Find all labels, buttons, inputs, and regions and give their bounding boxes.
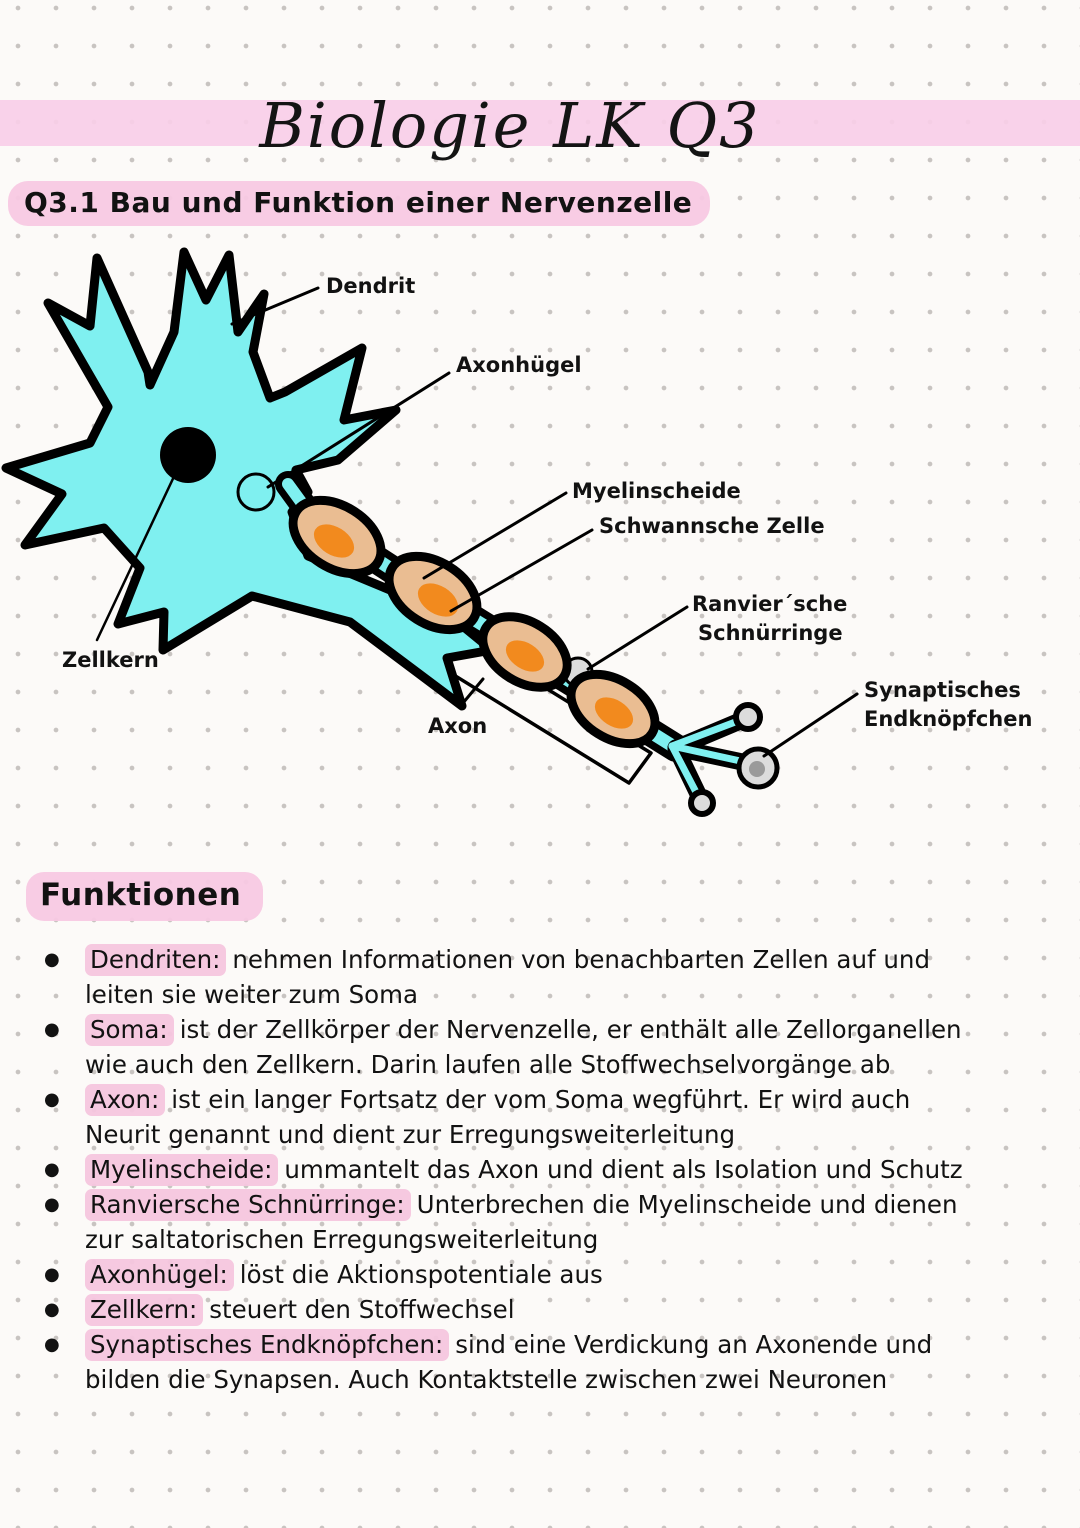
item-text: Unterbrechen die Myelinscheide und diene… bbox=[85, 1190, 958, 1254]
label-axonhuegel: Axonhügel bbox=[456, 353, 582, 377]
term-highlight: Axonhügel: bbox=[85, 1259, 234, 1291]
myelin-sheath bbox=[288, 495, 660, 749]
bullet-icon: ● bbox=[44, 1089, 60, 1110]
nucleus bbox=[160, 427, 216, 483]
label-ranviersche-1: Ranvier´sche bbox=[692, 592, 847, 616]
item-text: ummantelt das Axon und dient als Isolati… bbox=[284, 1155, 963, 1184]
label-schwannsche-zelle: Schwannsche Zelle bbox=[599, 514, 825, 538]
term-highlight: Dendriten: bbox=[85, 944, 227, 976]
term-highlight: Soma: bbox=[85, 1014, 174, 1046]
list-item: ● Soma:ist der Zellkörper der Nervenzell… bbox=[0, 1012, 975, 1082]
term-highlight: Myelinscheide: bbox=[85, 1154, 279, 1186]
list-item: ● Dendriten:nehmen Informationen von ben… bbox=[0, 942, 975, 1012]
label-dendrit: Dendrit bbox=[326, 274, 415, 298]
item-text: steuert den Stoffwechsel bbox=[209, 1295, 515, 1324]
leader-lines bbox=[95, 286, 859, 758]
label-axon: Axon bbox=[428, 714, 487, 738]
section-heading: Q3.1 Bau und Funktion einer Nervenzelle bbox=[8, 181, 711, 226]
term-highlight: Ranviersche Schnürringe: bbox=[85, 1189, 411, 1221]
list-item: ● Axonhügel:löst die Aktionspotentiale a… bbox=[0, 1257, 975, 1292]
axon-hillock-marker bbox=[236, 472, 276, 512]
list-item: ● Synaptisches Endknöpfchen:sind eine Ve… bbox=[0, 1327, 975, 1397]
bullet-icon: ● bbox=[44, 949, 60, 970]
bullet-icon: ● bbox=[44, 1264, 60, 1285]
list-item: ● Myelinscheide:ummantelt das Axon und d… bbox=[0, 1152, 975, 1187]
item-text: nehmen Informationen von benachbarten Ze… bbox=[85, 945, 930, 1009]
functions-list: ● Dendriten:nehmen Informationen von ben… bbox=[0, 942, 975, 1397]
label-synaptisches-1: Synaptisches bbox=[864, 678, 1021, 702]
neuron-diagram: Dendrit Axonhügel Myelinscheide Schwanns… bbox=[1, 247, 1032, 817]
term-highlight: Axon: bbox=[85, 1084, 166, 1116]
term-highlight: Zellkern: bbox=[85, 1294, 204, 1326]
term-highlight: Synaptisches Endknöpfchen: bbox=[85, 1329, 450, 1361]
label-myelinscheide: Myelinscheide bbox=[572, 479, 741, 503]
label-synaptisches-2: Endknöpfchen bbox=[864, 707, 1032, 731]
bullet-icon: ● bbox=[44, 1194, 60, 1215]
item-text: löst die Aktionspotentiale aus bbox=[239, 1260, 603, 1289]
page-banner bbox=[0, 100, 1080, 146]
bullet-icon: ● bbox=[44, 1299, 60, 1320]
list-item: ● Ranviersche Schnürringe:Unterbrechen d… bbox=[0, 1187, 975, 1257]
item-text: ist der Zellkörper der Nervenzelle, er e… bbox=[85, 1015, 962, 1079]
functions-heading: Funktionen bbox=[26, 872, 264, 921]
bullet-icon: ● bbox=[44, 1334, 60, 1355]
list-item: ● Axon:ist ein langer Fortsatz der vom S… bbox=[0, 1082, 975, 1152]
item-text: ist ein langer Fortsatz der vom Soma weg… bbox=[85, 1085, 911, 1149]
axon-terminal bbox=[667, 702, 780, 817]
list-item: ● Zellkern:steuert den Stoffwechsel bbox=[0, 1292, 975, 1327]
item-text: sind eine Verdickung an Axonende und bil… bbox=[85, 1330, 933, 1394]
label-zellkern: Zellkern bbox=[62, 648, 159, 672]
page-title: Biologie LK Q3 bbox=[259, 89, 761, 162]
bullet-icon: ● bbox=[44, 1159, 60, 1180]
bullet-icon: ● bbox=[44, 1019, 60, 1040]
soma-shape bbox=[1, 247, 497, 711]
label-ranviersche-2: Schnürringe bbox=[698, 621, 843, 645]
